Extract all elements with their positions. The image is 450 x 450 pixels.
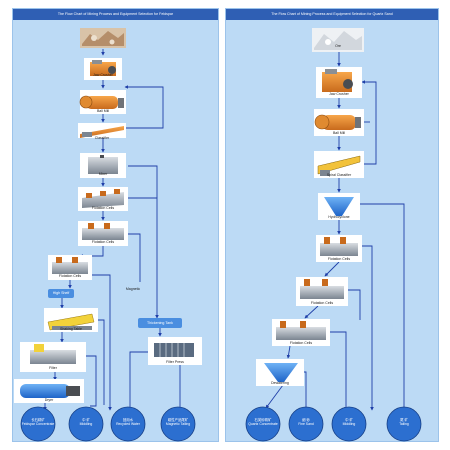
step-label: Filter Press <box>166 360 184 364</box>
middling-line <box>98 319 105 405</box>
step-label: Spiral Classifier <box>326 173 352 177</box>
step-label: Flotation Cells <box>289 341 313 345</box>
step-label: Flotation Cells <box>58 274 82 278</box>
magnetic-separator-label-area <box>113 282 153 296</box>
output-node <box>245 406 281 442</box>
quartz-ore-image <box>312 28 364 52</box>
tailing-line <box>128 165 158 198</box>
return-line <box>124 85 164 129</box>
water-line <box>128 351 148 411</box>
flow-line <box>128 233 142 286</box>
classifier-image <box>78 123 126 138</box>
thickening-box <box>138 318 182 328</box>
step-label: Dewatering <box>271 381 289 385</box>
step-label: Ball Mill <box>332 131 346 135</box>
output-node <box>20 406 56 442</box>
return-line <box>361 80 377 165</box>
step-label: Hydrocyclone <box>328 215 350 219</box>
flotation-cell-image <box>78 187 128 211</box>
step-label: Flotation Cells <box>91 240 115 244</box>
quartz-flow-lines <box>265 52 406 411</box>
output-node <box>331 406 367 442</box>
feldspar-flowchart-title: The Flow Chart of Mining Process and Equ… <box>13 9 218 20</box>
flotation-cell-image <box>316 235 362 262</box>
dryer-image <box>14 379 84 403</box>
magnetic-label: Magnetic <box>125 287 141 291</box>
feldspar-flow-lines <box>43 49 182 411</box>
step-label: Ore <box>335 44 341 48</box>
step-label: Jaw Crusher <box>329 92 349 96</box>
hoist-box <box>48 289 74 298</box>
tailing-line <box>360 203 406 411</box>
step-label: Filter <box>49 366 57 370</box>
jaw-crusher-image <box>316 67 362 98</box>
dewatering-cyclone-image <box>256 359 304 386</box>
flotation-cell-image <box>78 221 128 246</box>
spiral-classifier-image <box>314 151 364 178</box>
flow-line <box>265 384 284 409</box>
step-label: Flotation Cells <box>91 206 115 210</box>
tailing-line <box>128 197 159 319</box>
middling-line <box>360 245 374 411</box>
output-node <box>160 406 196 442</box>
middling-line <box>348 289 361 320</box>
output-node <box>288 406 324 442</box>
ball-mill-image <box>314 109 364 136</box>
step-label: Flotation Cells <box>327 257 351 261</box>
thickening-label: Thickening Tank <box>147 321 173 325</box>
step-label: Jaw Crusher <box>93 73 113 77</box>
filter-press-image <box>148 337 202 365</box>
flotation-cell-image <box>296 277 348 306</box>
ball-mill-image <box>79 90 126 114</box>
output-node <box>386 406 422 442</box>
middling-line <box>90 274 112 411</box>
flow-line <box>79 246 104 258</box>
jaw-crusher-image <box>84 58 122 80</box>
flotation-cell-image <box>48 255 92 280</box>
feldspar-ore-image <box>80 28 126 48</box>
shaking-table-image <box>44 308 98 332</box>
step-label: Ball Mill <box>96 109 110 113</box>
filter-image <box>20 342 86 372</box>
flow-line <box>304 305 319 319</box>
flow-line <box>324 261 340 277</box>
mixer-image <box>80 153 126 178</box>
middling-line <box>330 331 348 411</box>
quartz-flowchart-title: The Flow Chart of Mining Process and Equ… <box>226 9 438 20</box>
output-node <box>68 406 104 442</box>
flotation-cell-image <box>272 319 330 346</box>
step-label: Flotation Cells <box>310 301 334 305</box>
step-label: Mixer <box>98 172 108 176</box>
step-label: Shaking Table <box>60 327 82 331</box>
step-label: Dryer <box>44 398 54 402</box>
hydrocyclone-image <box>318 193 360 220</box>
flow-line <box>286 345 291 359</box>
step-label: Classifier <box>94 136 110 140</box>
hoist-label: High Shelf <box>52 291 70 295</box>
fine-sand-line <box>304 371 308 411</box>
middling-line <box>86 355 97 407</box>
output-node <box>110 406 146 442</box>
